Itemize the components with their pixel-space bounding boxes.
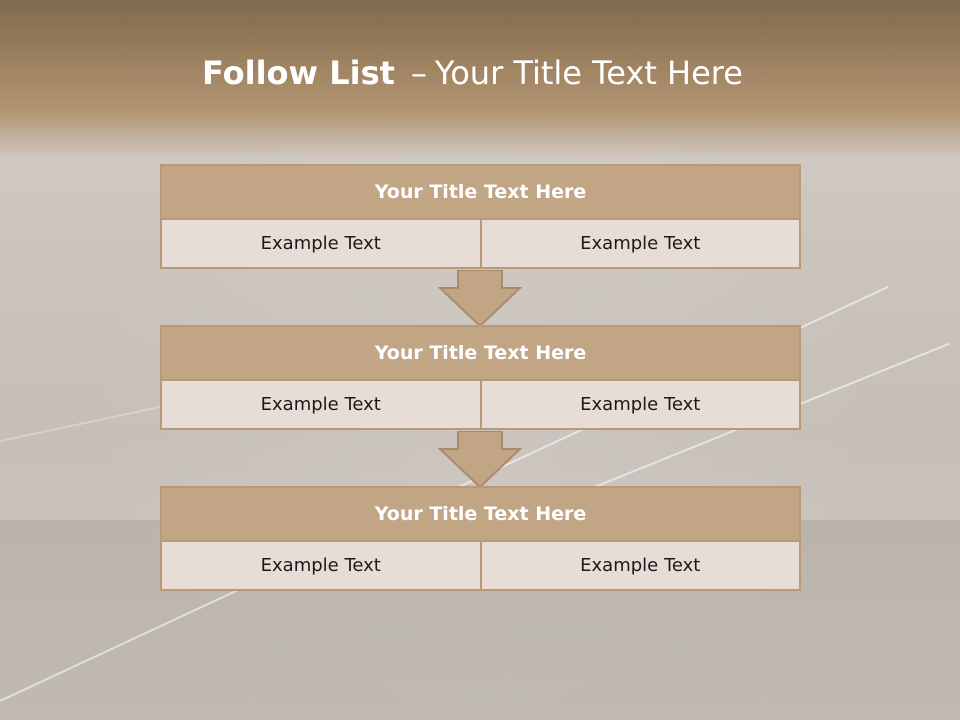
step-left-text: Example Text [162, 220, 480, 267]
follow-step-2: Your Title Text Here Example Text Exampl… [160, 325, 801, 430]
step-right-text: Example Text [479, 542, 799, 589]
title-separator: – [410, 54, 427, 92]
slide-title: Follow List–Your Title Text Here [0, 54, 945, 92]
title-bold: Follow List [202, 54, 395, 92]
step-left-text: Example Text [162, 381, 480, 428]
step-title: Your Title Text Here [160, 164, 801, 220]
step-right-text: Example Text [479, 220, 799, 267]
step-row: Example Text Example Text [160, 381, 801, 430]
follow-step-1: Your Title Text Here Example Text Exampl… [160, 164, 801, 269]
step-row: Example Text Example Text [160, 542, 801, 591]
step-left-text: Example Text [162, 542, 480, 589]
down-arrow-icon [438, 431, 522, 489]
follow-step-3: Your Title Text Here Example Text Exampl… [160, 486, 801, 591]
header-band [0, 0, 960, 160]
title-rest: Your Title Text Here [434, 54, 743, 92]
step-title: Your Title Text Here [160, 325, 801, 381]
step-right-text: Example Text [479, 381, 799, 428]
step-title: Your Title Text Here [160, 486, 801, 542]
down-arrow-icon [438, 270, 522, 328]
step-row: Example Text Example Text [160, 220, 801, 269]
